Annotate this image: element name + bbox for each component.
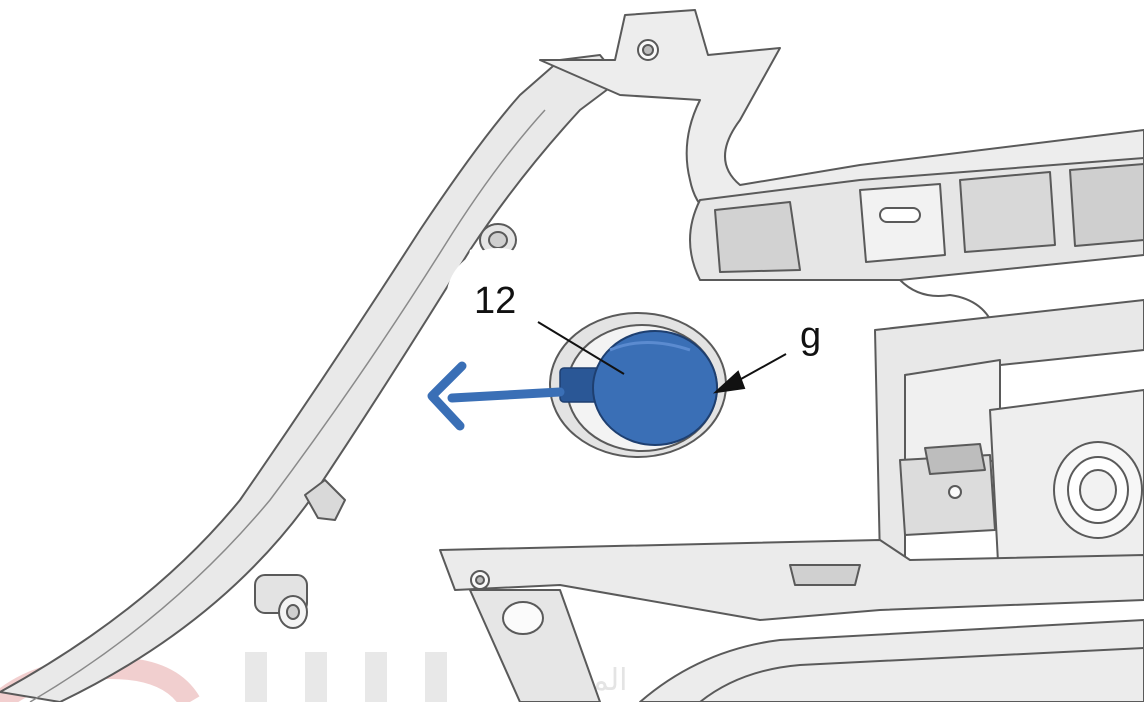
- arrowhead-g: [712, 370, 746, 394]
- upper-left-boss: [479, 223, 517, 257]
- right-slot-frame: [689, 157, 1144, 331]
- callout-label-g: g: [800, 315, 822, 357]
- left-rail: [0, 54, 621, 702]
- lower-rails: [439, 539, 1144, 702]
- callout-bubble: [446, 248, 550, 352]
- tow-hook-cap: [559, 330, 718, 446]
- leader-line-12: [537, 321, 625, 375]
- removal-arrow: [427, 361, 565, 431]
- right-lower-frame: [874, 299, 1144, 601]
- callout-label-12: 12: [474, 280, 517, 322]
- leader-lines: [537, 321, 787, 394]
